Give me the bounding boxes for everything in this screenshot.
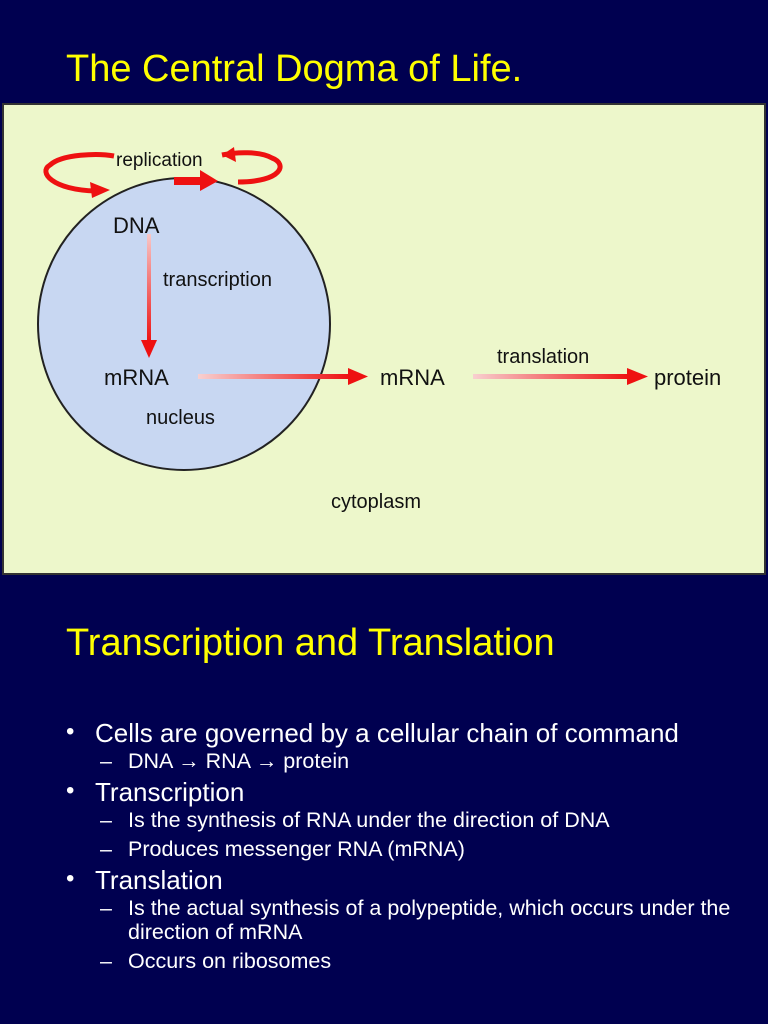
sub-text: Is the synthesis of RNA under the direct… — [128, 808, 610, 832]
sub-text: DNA → RNA → protein — [128, 749, 350, 773]
bullet-marker: • — [66, 718, 75, 745]
sub-item: – Occurs on ribosomes — [95, 949, 756, 973]
transcription-label: transcription — [163, 269, 272, 291]
export-arrow — [198, 368, 368, 385]
sub-marker: – — [100, 896, 112, 920]
sub-item: – Produces messenger RNA (mRNA) — [95, 837, 756, 861]
sub-list: – Is the actual synthesis of a polypepti… — [95, 896, 756, 973]
translation-label: translation — [497, 346, 589, 368]
bullet-text: Cells are governed by a cellular chain o… — [95, 718, 679, 748]
sub-text: Is the actual synthesis of a polypeptide… — [128, 896, 731, 944]
bullet-marker: • — [66, 777, 75, 804]
sub-list: – Is the synthesis of RNA under the dire… — [95, 808, 756, 861]
sub-marker: – — [100, 837, 112, 861]
sub-marker: – — [100, 808, 112, 832]
sub-item: – Is the synthesis of RNA under the dire… — [95, 808, 756, 832]
replication-right-arrow — [221, 147, 283, 185]
bullet-item: • Cells are governed by a cellular chain… — [66, 718, 756, 773]
bullet-item: • Transcription – Is the synthesis of RN… — [66, 777, 756, 861]
bullet-text: Transcription — [95, 777, 245, 807]
nucleus-label: nucleus — [146, 407, 215, 429]
sub-marker: – — [100, 749, 112, 773]
dna-label: DNA — [113, 213, 160, 238]
section-title: Transcription and Translation — [66, 622, 555, 664]
sub-list: – DNA → RNA → protein — [95, 749, 756, 773]
mrna-nucleus-label: mRNA — [104, 365, 169, 390]
bullet-text: Translation — [95, 865, 223, 895]
sub-text: Occurs on ribosomes — [128, 949, 332, 973]
protein-label: protein — [654, 365, 721, 390]
translation-arrow — [473, 368, 648, 385]
slide-title: The Central Dogma of Life. — [66, 48, 523, 90]
cytoplasm-label: cytoplasm — [331, 491, 421, 513]
sub-item: – DNA → RNA → protein — [95, 749, 756, 773]
transcription-arrow — [141, 234, 157, 358]
central-dogma-diagram: replication DNA transcription mRNA nucle… — [2, 103, 766, 575]
replication-label: replication — [116, 150, 203, 171]
bullet-marker: • — [66, 865, 75, 892]
mrna-cytoplasm-label: mRNA — [380, 365, 445, 390]
sub-text: Produces messenger RNA (mRNA) — [128, 837, 465, 861]
sub-marker: – — [100, 949, 112, 973]
replication-forward-arrow — [174, 170, 218, 191]
bullet-item: • Translation – Is the actual synthesis … — [66, 865, 756, 973]
sub-item: – Is the actual synthesis of a polypepti… — [95, 896, 756, 944]
replication-left-arrow — [43, 152, 115, 198]
bullet-list: • Cells are governed by a cellular chain… — [66, 716, 756, 978]
